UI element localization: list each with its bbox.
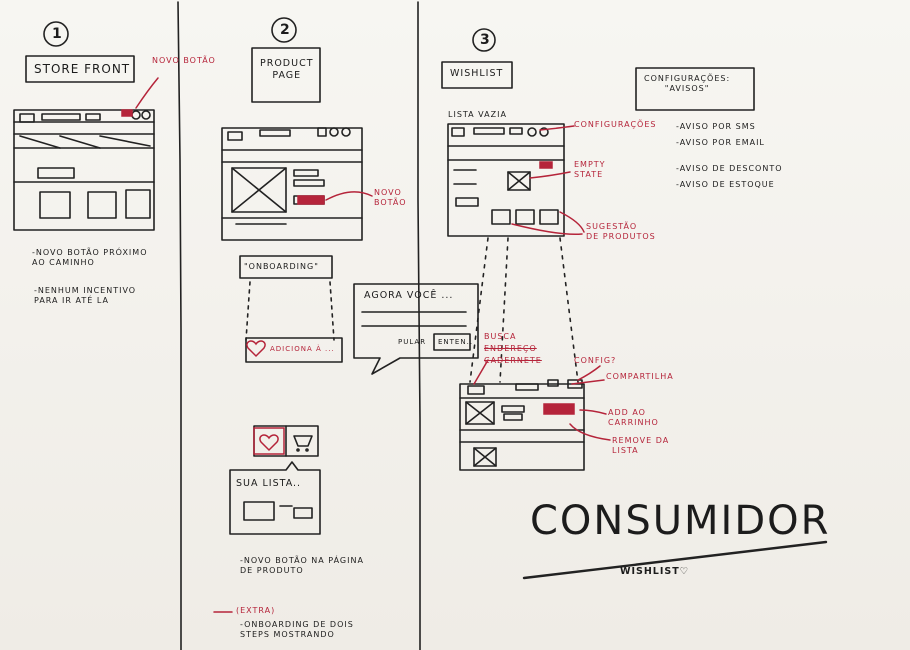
divider-left <box>177 1 182 650</box>
store-front-note-1: -NOVO BOTÃO PRÓXIMO AO CAMINHO <box>32 248 148 267</box>
section-2-number: 2 <box>280 22 291 38</box>
product-page-note-1: -NOVO BOTÃO NA PÁGINA DE PRODUTO <box>240 556 364 575</box>
wishlist-suggestions: SUGESTÃO DE PRODUTOS <box>586 222 656 241</box>
product-page-title-box <box>251 47 321 103</box>
product-page-note-2: -ONBOARDING DE DOIS STEPS MOSTRANDO <box>240 620 354 639</box>
product-page-note-extra: (EXTRA) <box>236 606 276 615</box>
popup-skip[interactable]: PULAR <box>398 338 427 346</box>
section-1-title: STORE FRONT <box>34 62 131 76</box>
divider-right <box>417 1 421 650</box>
config-box-title: CONFIGURAÇÕES: "AVISOS" <box>644 74 731 93</box>
wishlist-search-struck-1: ENDEREÇO <box>484 344 537 353</box>
wishlist-search-struck-2: CADERNETE <box>484 356 542 365</box>
wishlist-full-wireframe <box>459 379 585 471</box>
heart-icon-small <box>246 340 266 358</box>
section-2-circle <box>271 17 297 43</box>
store-front-title-box <box>25 55 135 83</box>
footer-title: CONSUMIDOR <box>530 498 831 544</box>
onboarding-popup <box>353 283 479 375</box>
store-front-note-2: -NENHUM INCENTIVO PARA IR ATÉ LA <box>34 286 137 305</box>
onboarding-label: "ONBOARDING" <box>244 262 319 271</box>
list-card-title: SUA LISTA.. <box>236 478 302 489</box>
wishlist-wireframe <box>447 123 565 237</box>
wishlist-empty-state: EMPTY STATE <box>574 160 606 179</box>
popup-enter[interactable]: ENTEN.. <box>438 338 474 346</box>
wishlist-share: COMPARTILHA <box>606 372 674 381</box>
wishlist-add-to-cart: ADD AO CARRINHO <box>608 408 659 427</box>
product-page-wireframe <box>221 127 363 241</box>
section-2-title: PRODUCT PAGE <box>260 58 314 81</box>
section-3-circle <box>472 28 496 52</box>
wishlist-title-box <box>441 61 513 89</box>
store-front-wireframe <box>13 109 155 231</box>
wishlist-search-label: BUSCA <box>484 332 517 341</box>
section-1-number: 1 <box>52 26 63 42</box>
toast-label: ADICIONA À ... <box>270 345 335 353</box>
config-item-email: -AVISO POR EMAIL <box>676 138 765 147</box>
wishlist-config-callout: CONFIGURAÇÕES <box>574 120 657 129</box>
list-card <box>229 461 321 535</box>
onboarding-box <box>239 255 333 279</box>
section-3-title: WISHLIST <box>450 68 504 79</box>
popup-title: AGORA VOCÊ ... <box>364 290 454 301</box>
store-front-annotation: NOVO BOTÃO <box>152 56 216 65</box>
toast-box <box>245 337 343 363</box>
config-item-discount: -AVISO DE DESCONTO <box>676 164 783 173</box>
config-item-stock: -AVISO DE ESTOQUE <box>676 180 775 189</box>
wishlist-remove: REMOVE DA LISTA <box>612 436 670 455</box>
heart-icon-tab <box>259 434 279 452</box>
footer-subtitle: WISHLIST♡ <box>620 566 690 577</box>
product-page-annotation: NOVO BOTÃO <box>374 188 407 207</box>
section-3-number: 3 <box>480 32 491 48</box>
wishlist-config-question: CONFIG? <box>574 356 617 365</box>
footer-underline <box>522 540 828 580</box>
config-title-box <box>635 67 755 111</box>
config-item-sms: -AVISO POR SMS <box>676 122 756 131</box>
section-1-circle <box>43 21 69 47</box>
red-annotations <box>121 77 611 613</box>
wishlist-empty-label: LISTA VAZIA <box>448 110 507 119</box>
